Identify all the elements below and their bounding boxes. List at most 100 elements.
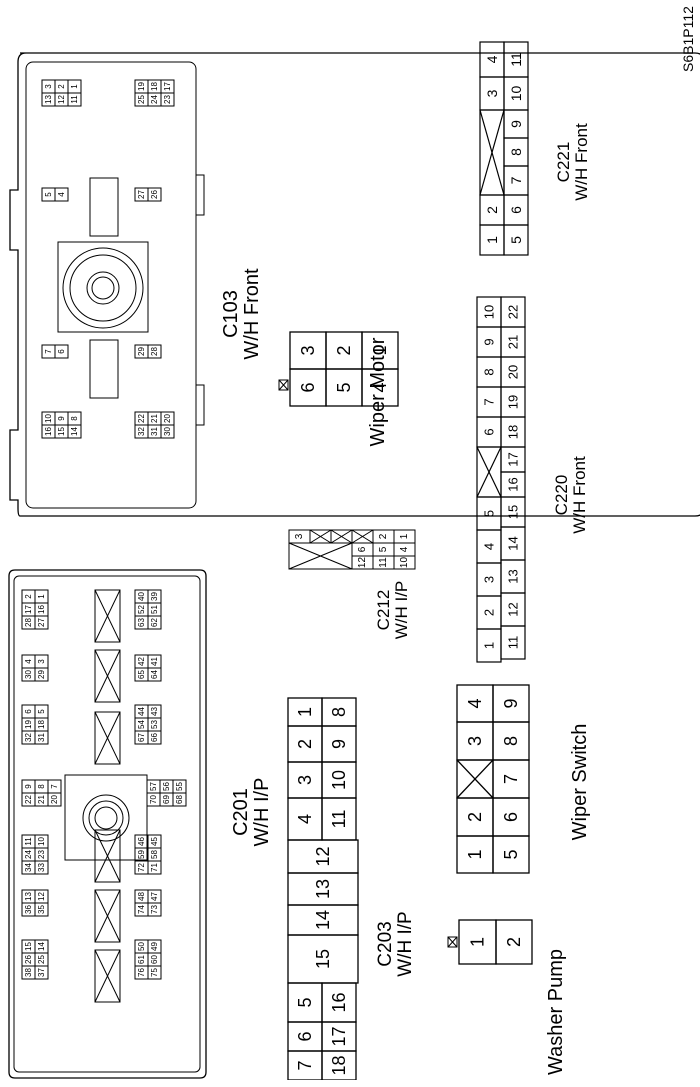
c201-pin-53: 53 [150, 720, 159, 729]
c220-pin-7: 7 [482, 398, 497, 405]
c220-pin-13: 13 [506, 569, 521, 583]
c220-blank-cell-x2 [476, 446, 502, 498]
c103-pin-6: 6 [57, 349, 66, 354]
c212-pin-6: 6 [357, 546, 368, 552]
c221-pin-10: 10 [508, 86, 524, 102]
c220-pin-14: 14 [506, 536, 521, 550]
washer-pump-label: Washer Pump [545, 949, 567, 1075]
c103-pin-26: 26 [150, 190, 159, 199]
c201-pin-27: 27 [37, 618, 46, 627]
c221-pin-4: 4 [484, 55, 500, 63]
c203-pin-11: 11 [329, 810, 349, 829]
c201-pin-21: 21 [37, 795, 46, 804]
c201-pin-cell [172, 792, 187, 807]
c212-pin-2: 2 [378, 533, 389, 539]
c103-pin-16: 16 [44, 427, 53, 436]
c103-housing-outer [9, 52, 700, 517]
c201-pin-73: 73 [150, 905, 159, 914]
c201-pin-1: 1 [37, 594, 46, 599]
c103-pin-9: 9 [57, 416, 66, 421]
c220-pin-15: 15 [506, 505, 521, 519]
c103-pin-18: 18 [150, 82, 159, 91]
c220-pin-cell [500, 625, 526, 660]
c201-pin-20: 20 [50, 795, 59, 804]
c221-pin-1: 1 [484, 236, 500, 244]
c220-pin-8: 8 [482, 368, 497, 375]
c201-pin-68: 68 [175, 795, 184, 804]
c201-pin-2: 2 [24, 594, 33, 599]
c201-pin-63: 63 [137, 618, 146, 627]
wiper-motor-latch-icon [278, 379, 289, 391]
c103-pin-cell [147, 187, 162, 202]
c220-pin-20: 20 [506, 365, 521, 379]
c103-pin-cell [160, 92, 175, 107]
c212-label: C212 W/H I/P [374, 560, 415, 660]
c103-center-boss [57, 241, 149, 333]
c203-pin-15: 15 [313, 949, 333, 969]
c203-pin-6: 6 [295, 1031, 315, 1041]
c221-harness: W/H Front [571, 123, 591, 201]
c201-pin-51: 51 [150, 605, 159, 614]
c103-pin-28: 28 [150, 347, 159, 356]
c103-pin-1: 1 [70, 84, 79, 89]
c212-name: C212 [374, 589, 393, 631]
c201-pin-61: 61 [137, 955, 146, 964]
c201-pin-59: 59 [137, 850, 146, 859]
c103-right-tab [195, 174, 205, 216]
c103-name: C103 [220, 290, 242, 338]
washer_pump-pin-1: 1 [468, 937, 488, 947]
c201-pin-30: 30 [24, 670, 33, 679]
c201-pin-cell [34, 860, 49, 875]
c212-pin-4: 4 [399, 546, 410, 552]
c212-blank-cell-x2 [309, 529, 332, 544]
c212-pin-cell [393, 555, 416, 570]
c201-pin-8: 8 [37, 784, 46, 789]
c212-blank-cell-x2 [351, 529, 374, 544]
c201-pin-65: 65 [137, 670, 146, 679]
c220-pin-18: 18 [506, 425, 521, 439]
c201-pin-26: 26 [24, 955, 33, 964]
wiper_switch-pin-6: 6 [501, 812, 521, 822]
c201-pin-74: 74 [137, 905, 146, 914]
c103-pin-22: 22 [137, 414, 146, 423]
c103-pin-20: 20 [163, 414, 172, 423]
c201-blank-cell [94, 889, 121, 943]
c201-pin-67: 67 [137, 733, 146, 742]
c103-boss-ring-outer [62, 247, 144, 329]
c203-pin-13: 13 [313, 879, 333, 899]
c201-pin-22: 22 [24, 795, 33, 804]
c103-pin-cell [160, 424, 175, 439]
c103-pin-14: 14 [70, 427, 79, 436]
c103-pin-5: 5 [44, 192, 53, 197]
c203-pin-14: 14 [313, 910, 333, 930]
c103-pin-19: 19 [137, 82, 146, 91]
c201-pin-70: 70 [149, 795, 158, 804]
c103-pin-30: 30 [163, 427, 172, 436]
c221-pin-6: 6 [508, 206, 524, 214]
c212-pin-5: 5 [378, 546, 389, 552]
c103-harness: W/H Front [241, 268, 263, 360]
c103-pin-cell [54, 187, 69, 202]
c201-pin-23: 23 [37, 850, 46, 859]
c201-pin-35: 35 [37, 905, 46, 914]
c220-pin-10: 10 [482, 305, 497, 319]
c201-blank-cell-x2 [94, 589, 121, 643]
c103-pin-cell [67, 92, 82, 107]
c201-blank-cell [94, 711, 121, 765]
c201-pin-32: 32 [24, 733, 33, 742]
c201-pin-18: 18 [37, 720, 46, 729]
c103-pin-2: 2 [57, 84, 66, 89]
c201-pin-47: 47 [150, 892, 159, 901]
c201-pin-13: 13 [24, 892, 33, 901]
c201-boss-ring [88, 800, 124, 836]
c103-keyway [89, 339, 119, 399]
c103-pin-15: 15 [57, 427, 66, 436]
c212-pin-11: 11 [378, 557, 389, 568]
c212-pin-12: 12 [357, 557, 368, 569]
c201-pin-46: 46 [137, 837, 146, 846]
c221-blank-cell-x2 [479, 109, 505, 196]
wiper_motor-pin-cell [361, 368, 399, 407]
c201-blank-cell-x2 [94, 649, 121, 703]
c203-pin-1: 1 [295, 707, 315, 717]
